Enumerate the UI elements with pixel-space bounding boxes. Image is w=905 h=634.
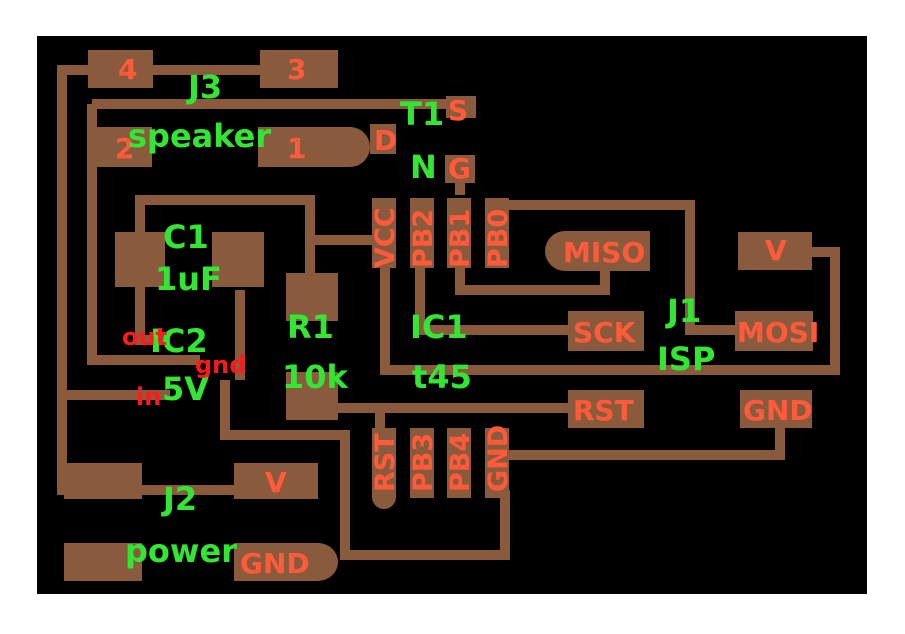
- j3-pin-1-label: 1: [287, 132, 306, 165]
- j1-ref-label: J1: [665, 292, 701, 330]
- ic1-pin-pb2-label: PB2: [408, 209, 439, 268]
- ic1-pin-vcc-label: VCC: [370, 207, 401, 268]
- j1-sck-label: SCK: [573, 316, 637, 349]
- j3-value-label: speaker: [128, 117, 271, 155]
- ic1-pin-rst-label: RST: [370, 433, 401, 492]
- j3-pin-3-label: 3: [287, 53, 306, 86]
- t1-pin-d-label: D: [374, 124, 397, 157]
- j1-gnd-label: GND: [743, 394, 813, 427]
- j1-v-label: V: [765, 234, 787, 267]
- ic2-pin-gnd-label: gnd: [195, 351, 246, 379]
- j3-pin-4-label: 4: [118, 53, 137, 86]
- r1-value-label: 10k: [282, 358, 349, 396]
- ic2-ref-label: IC2: [150, 322, 208, 360]
- j3-ref-label: J3: [186, 68, 222, 106]
- ic1-ref-label: IC1: [410, 308, 468, 346]
- t1-pin-s-label: S: [448, 94, 468, 127]
- ic1-pin-gnd-label: GND: [483, 425, 514, 492]
- board-background: [37, 36, 867, 594]
- r1-ref-label: R1: [287, 308, 334, 346]
- j1-mosi-label: MOSI: [737, 316, 819, 349]
- j1-rst-label: RST: [573, 394, 634, 427]
- ic2-pin-out-label: out: [122, 323, 167, 351]
- c1-value-label: 1uF: [155, 260, 222, 298]
- c1-ref-label: C1: [163, 218, 209, 256]
- ic1-pin-pb3-label: PB3: [408, 433, 439, 492]
- ic2-value-label: 5V: [162, 370, 209, 408]
- j2-ref-label: J2: [161, 480, 197, 518]
- j2-value-label: power: [125, 532, 237, 570]
- j1-value-label: ISP: [657, 340, 715, 378]
- ic1-pin-pb1-label: PB1: [445, 209, 476, 268]
- ic1-pin-pb4-label: PB4: [445, 433, 476, 492]
- t1-ref-label: T1: [400, 95, 444, 133]
- ic1-pin-pb0-label: PB0: [483, 209, 514, 268]
- ic2-pin-in-label: in: [136, 383, 161, 411]
- ic1-value-label: t45: [412, 358, 472, 396]
- t1-pin-g-label: G: [448, 152, 471, 185]
- j2-gnd-label: GND: [240, 547, 310, 580]
- j1-miso-label: MISO: [563, 236, 645, 269]
- j3-pin-2-label: 2: [115, 132, 134, 165]
- j2-v-label: V: [265, 466, 287, 499]
- t1-value-label: N: [410, 148, 437, 186]
- copper-pads: [64, 50, 813, 581]
